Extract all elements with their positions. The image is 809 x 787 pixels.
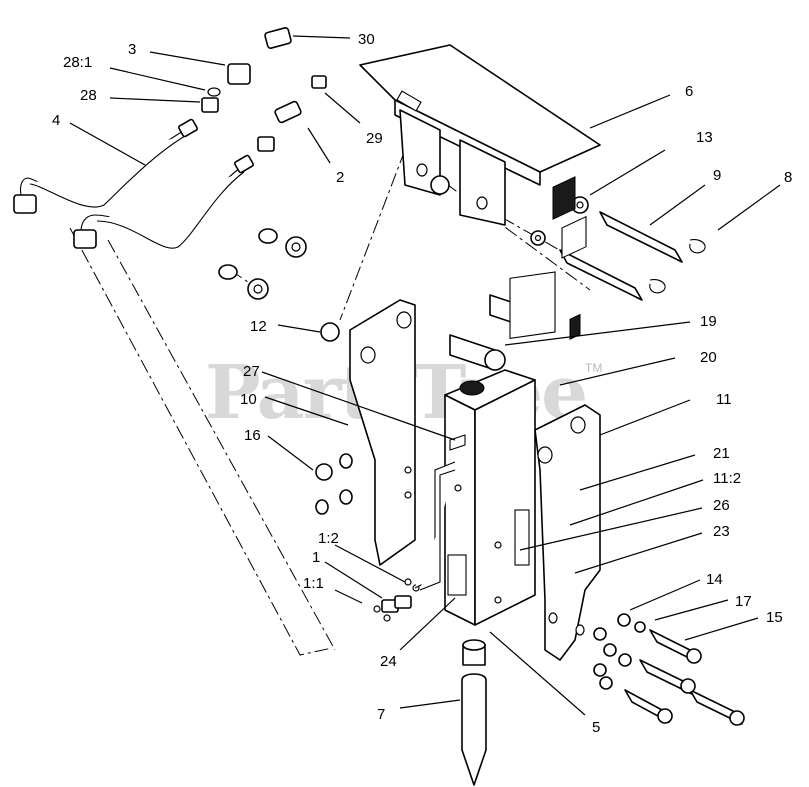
loose-hardware	[218, 228, 307, 300]
bolt-set	[593, 613, 745, 726]
callout-28-1: 28:1	[63, 54, 92, 71]
watermark-trademark: TM	[585, 361, 602, 375]
callout-1-2: 1:2	[318, 530, 339, 547]
callout-1: 1	[312, 549, 320, 566]
right-side-plate	[514, 176, 601, 661]
callout-15: 15	[766, 609, 783, 626]
leader-lines	[69, 35, 781, 716]
pins-and-washers	[430, 175, 706, 301]
callout-4: 4	[52, 112, 60, 129]
callout-16: 16	[244, 427, 261, 444]
callout-12: 12	[250, 318, 267, 335]
callout-2: 2	[336, 169, 344, 186]
callout-11-2: 11:2	[713, 470, 741, 487]
callout-27: 27	[243, 363, 260, 380]
callout-30: 30	[358, 31, 375, 48]
callout-11: 11	[716, 391, 732, 408]
mounting-bracket	[359, 44, 601, 226]
callout-5: 5	[592, 719, 600, 736]
callout-21: 21	[713, 445, 730, 462]
callout-labels: 30 3 28:1 28 4 29 2 6 13 9 8 12 19 20 27…	[52, 31, 792, 736]
left-side-plate	[349, 299, 416, 566]
callout-9: 9	[713, 167, 721, 184]
callout-28: 28	[80, 87, 97, 104]
callout-24: 24	[380, 653, 397, 670]
callout-10: 10	[240, 391, 257, 408]
callout-19: 19	[700, 313, 717, 330]
callout-8: 8	[784, 169, 792, 186]
decal-20	[509, 271, 556, 339]
grease-fittings	[373, 461, 456, 622]
hammer-housing	[444, 369, 536, 626]
washers-16	[315, 453, 353, 515]
callout-26: 26	[713, 497, 730, 514]
callout-17: 17	[735, 593, 752, 610]
hydraulic-tube-assembly	[13, 118, 254, 249]
callout-20: 20	[700, 349, 717, 366]
callout-7: 7	[377, 706, 385, 723]
callout-13: 13	[696, 129, 713, 146]
chisel-tool	[461, 639, 487, 786]
callout-6: 6	[685, 83, 693, 100]
callout-29: 29	[366, 130, 383, 147]
callout-1-1: 1:1	[303, 575, 324, 592]
callout-3: 3	[128, 41, 136, 58]
callout-23: 23	[713, 523, 730, 540]
callout-14: 14	[706, 571, 723, 588]
fittings	[201, 27, 327, 152]
